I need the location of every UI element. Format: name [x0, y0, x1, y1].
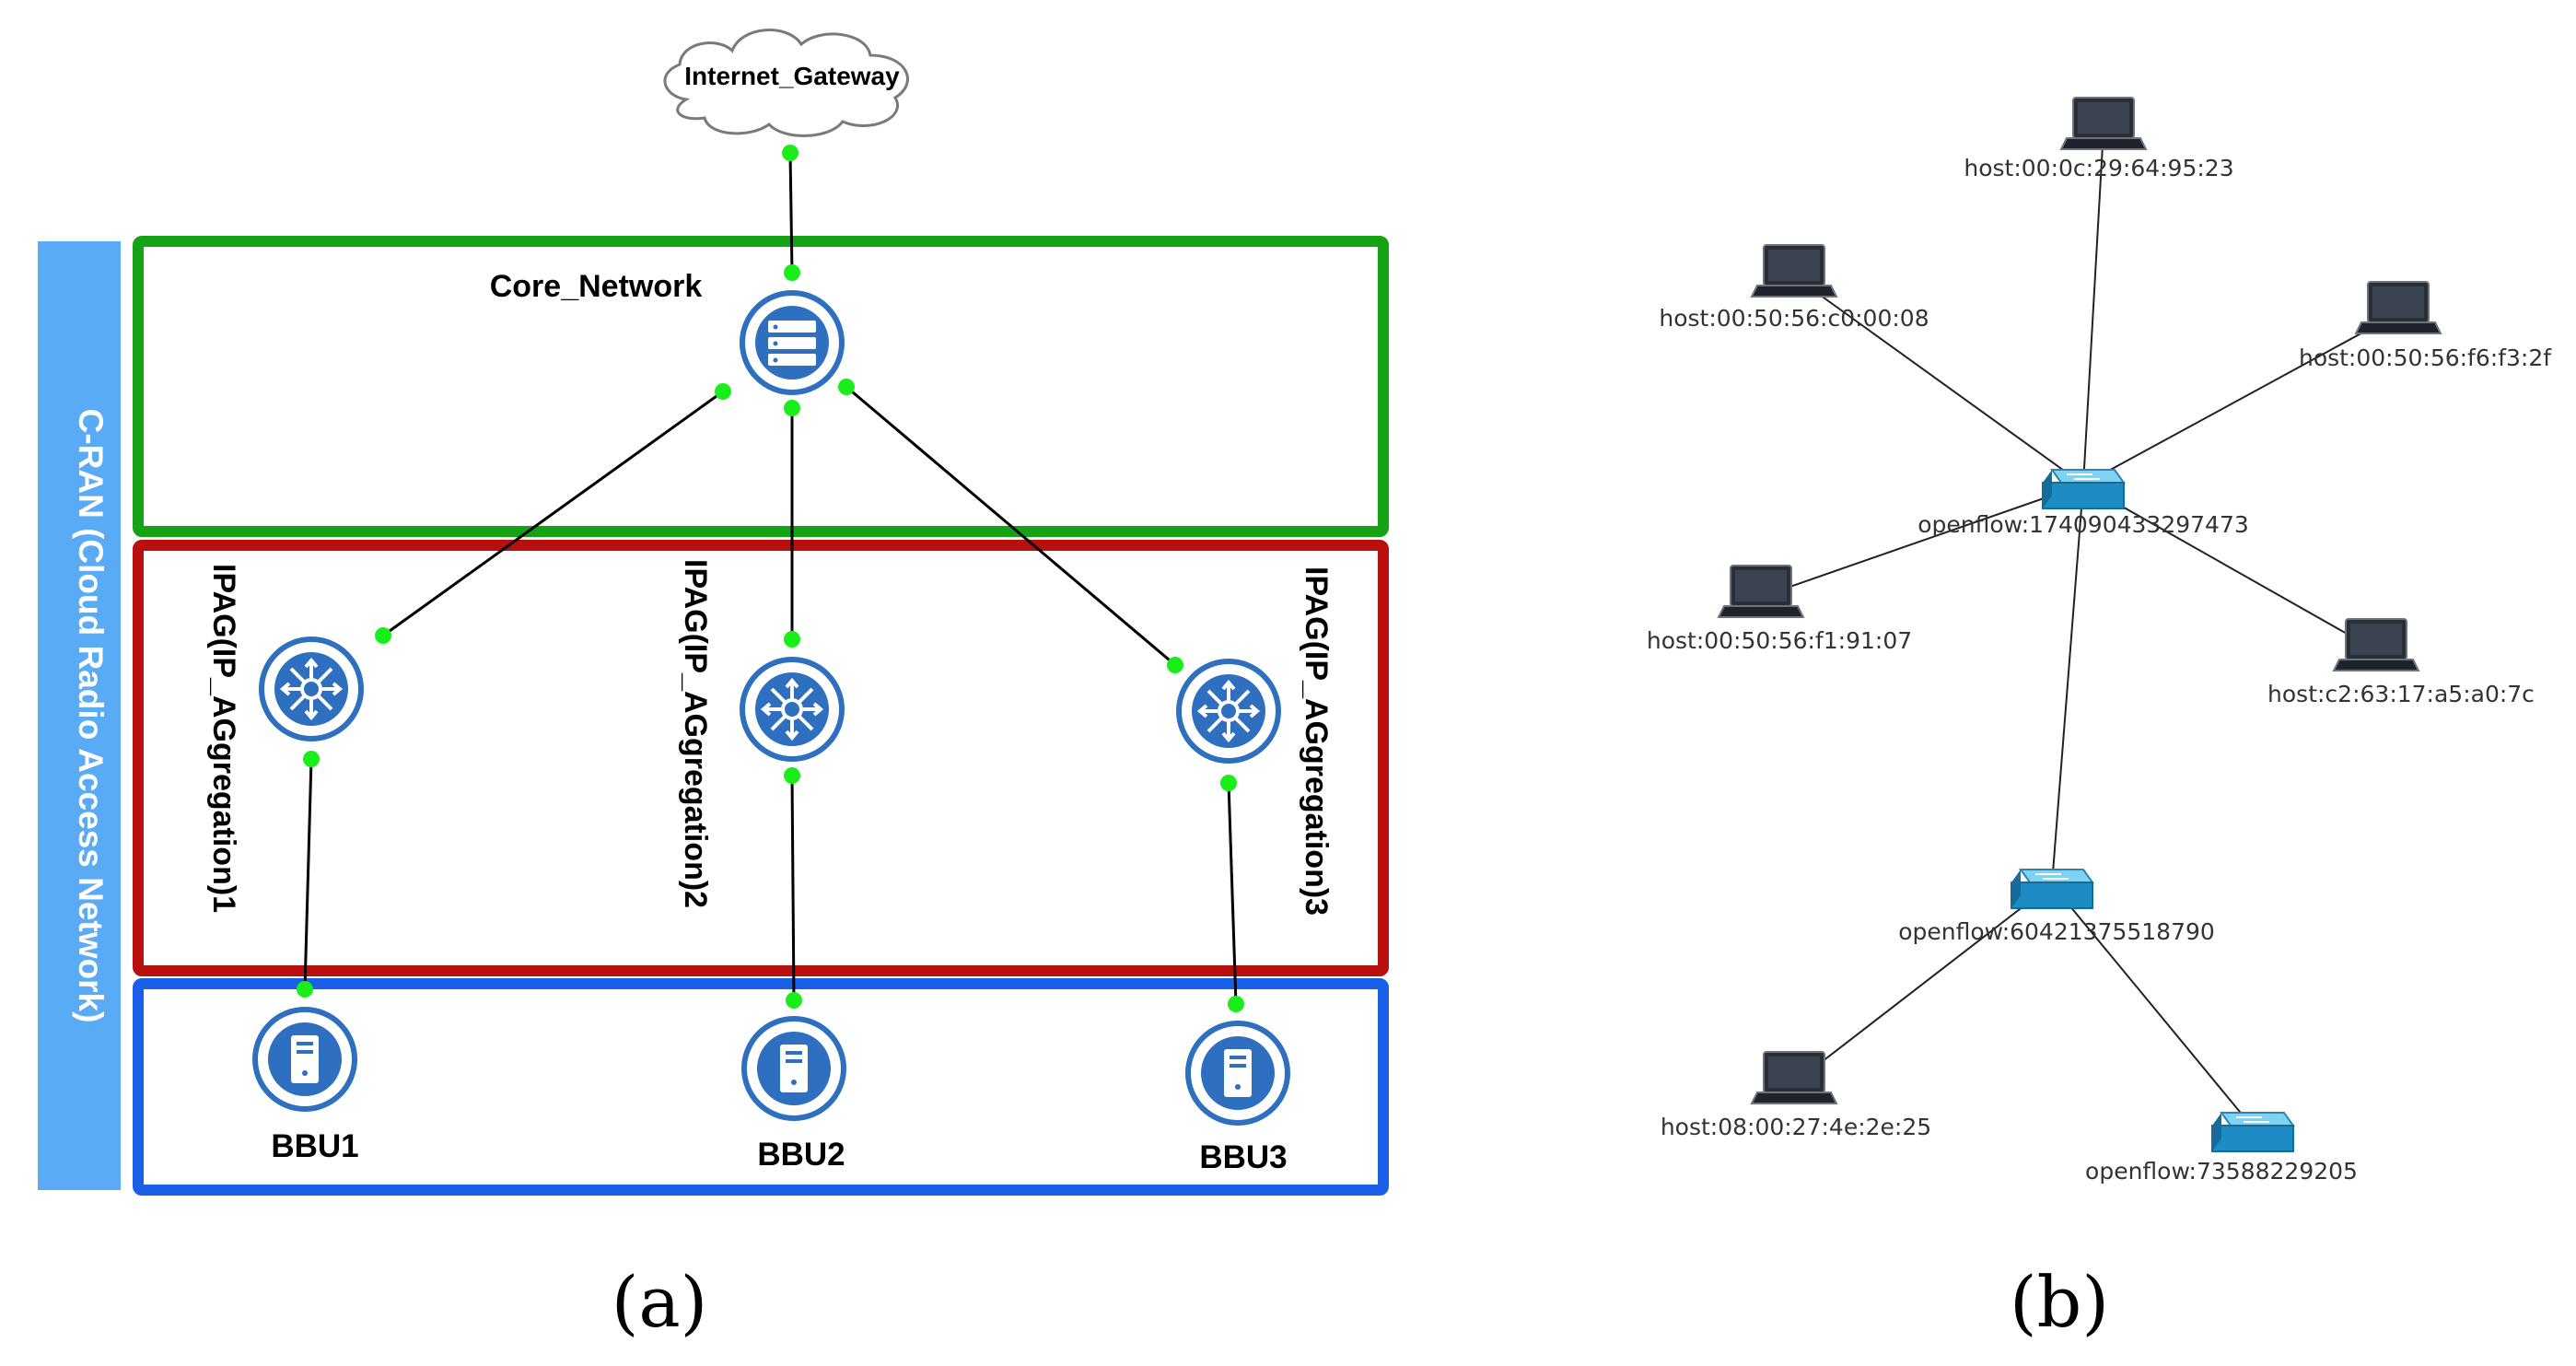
host3-label: host:00:50:56:f6:f3:2f [2299, 344, 2552, 371]
internet-gateway-cloud: Internet_Gateway [663, 29, 909, 137]
connector-dot [303, 751, 320, 767]
host1-laptop-icon [2060, 97, 2147, 150]
host2-laptop-icon [1751, 244, 1837, 298]
ipag3-label: IPAG(IP_AGgregation)3 [1299, 566, 1334, 916]
switch1-label: openflow:174090433297473 [1917, 511, 2249, 538]
link-s1-host1 [2082, 128, 2104, 485]
switch3-label: openflow:73588229205 [2085, 1158, 2358, 1185]
bbu2-label: BBU2 [757, 1137, 845, 1173]
bbu3-label: BBU3 [1199, 1139, 1287, 1175]
ipag1-label: IPAG(IP_AGgregation)1 [206, 564, 241, 913]
ipag3-router-icon [1179, 661, 1278, 761]
connector-dot [297, 981, 313, 998]
ipag2-label: IPAG(IP_AGgregation)2 [678, 559, 713, 908]
core-network-icon [740, 290, 845, 395]
link-gateway-core [788, 152, 794, 274]
switch1-icon [2042, 469, 2125, 509]
caption-a: (a) [612, 1261, 708, 1343]
host5-label: host:c2:63:17:a5:a0:7c [2267, 681, 2535, 707]
ipag-box [133, 540, 1389, 976]
host4-label: host:00:50:56:f1:91:07 [1647, 627, 1912, 654]
link-s1-s2 [2051, 484, 2084, 885]
switch3-icon [2211, 1112, 2294, 1152]
panel-a: C-RAN (Cloud Radio Access Network) Inter… [38, 29, 1389, 1343]
panel-a-links [303, 152, 1238, 1005]
connector-dot [1167, 657, 1183, 673]
internet-gateway-label: Internet_Gateway [684, 62, 900, 90]
link-s2-host6 [1793, 883, 2053, 1084]
host6-label: host:08:00:27:4e:2e:25 [1661, 1114, 1931, 1140]
ipag2-router-icon [742, 660, 842, 759]
switch2-icon [2011, 869, 2093, 909]
bbu1-server-icon [255, 1010, 355, 1109]
connector-dot [784, 767, 800, 784]
link-ipag3-bbu3 [1227, 782, 1238, 1005]
ipag1-router-icon [262, 639, 361, 739]
link-s1-host3 [2082, 312, 2399, 485]
link-s1-host5 [2082, 484, 2377, 651]
bbu3-server-icon [1188, 1023, 1288, 1123]
connector-dot [784, 264, 800, 281]
connector-dot [715, 383, 731, 400]
switch2-label: openflow:60421375518790 [1898, 918, 2215, 945]
connector-dots [297, 145, 1244, 1012]
core-network-box [133, 236, 1389, 537]
host2-label: host:00:50:56:c0:00:08 [1659, 305, 1929, 332]
connector-dot [1220, 775, 1237, 791]
link-core-ipag1 [382, 390, 724, 637]
connector-dot [786, 992, 802, 1009]
link-s2-s3 [2051, 883, 2254, 1128]
link-core-ipag3 [845, 385, 1176, 667]
connector-dot [782, 145, 798, 161]
link-ipag2-bbu2 [790, 775, 796, 1001]
cran-side-label: C-RAN (Cloud Radio Access Network) [72, 409, 110, 1023]
link-ipag1-bbu1 [303, 758, 313, 990]
host6-laptop-icon [1751, 1051, 1837, 1104]
connector-dot [375, 627, 391, 644]
bbu1-label: BBU1 [271, 1128, 358, 1164]
bbu2-server-icon [744, 1019, 844, 1118]
caption-b: (b) [2010, 1261, 2109, 1343]
link-s1-host4 [1760, 484, 2084, 598]
bbu-box [133, 978, 1389, 1196]
connector-dot [838, 379, 855, 395]
cran-side-bar [38, 241, 121, 1190]
host1-label: host:00:0c:29:64:95:23 [1964, 155, 2233, 181]
panel-b: host:00:0c:29:64:95:23 host:00:50:56:c0:… [1647, 97, 2552, 1343]
connector-dot [1228, 996, 1244, 1012]
core-network-label: Core_Network [490, 269, 703, 304]
host5-laptop-icon [2333, 618, 2419, 671]
panel-b-links [1760, 128, 2399, 1128]
link-s1-host2 [1793, 275, 2084, 485]
host4-laptop-icon [1718, 565, 1804, 618]
host3-laptop-icon [2355, 281, 2442, 334]
connector-dot [784, 400, 800, 416]
connector-dot [784, 631, 800, 648]
